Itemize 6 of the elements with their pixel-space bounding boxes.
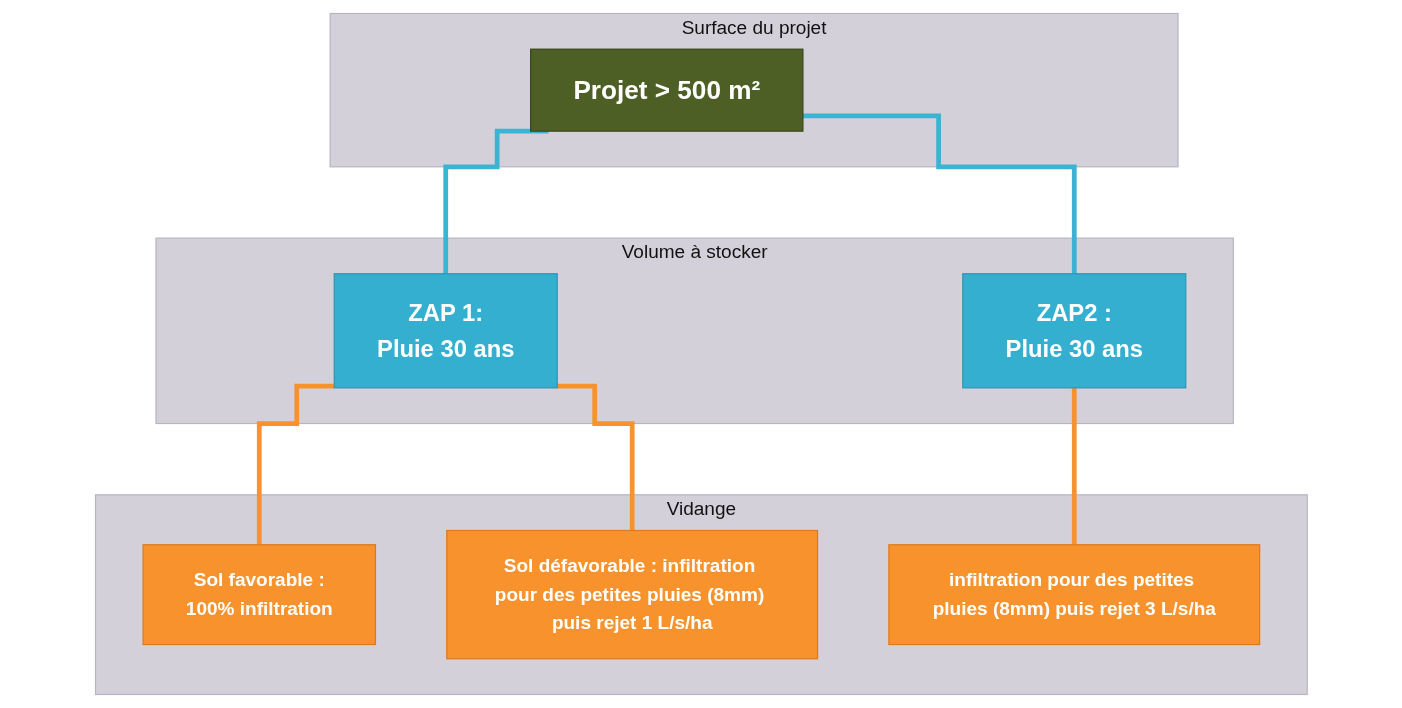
node-box: Projet > 500 m² [529,48,804,132]
node-box: Sol défavorable : infiltration pour des petites pluies (8mm) puis rejet 1 L/s/ha [445,529,818,660]
node-box: ZAP 1: Pluie 30 ans [333,273,558,389]
node-box: Sol favorable : 100% infiltration [142,544,376,646]
node-box: infiltration pour des petites pluies (8mm) puis rejet 3 L/s/ha [887,544,1260,646]
node-box: ZAP2 : Pluie 30 ans [961,273,1186,389]
